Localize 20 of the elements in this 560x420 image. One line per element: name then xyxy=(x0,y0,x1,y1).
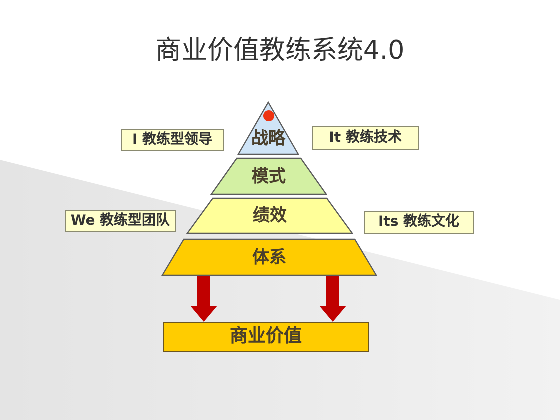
pyramid-tier xyxy=(187,198,353,234)
note-card xyxy=(364,211,474,234)
pyramid-tier xyxy=(211,158,327,195)
note-text: Its 教练文化 xyxy=(378,214,460,231)
note-card xyxy=(121,129,224,151)
tier-label: 体系 xyxy=(252,248,286,268)
tier-label: 模式 xyxy=(252,166,286,186)
note-card xyxy=(65,210,176,232)
tier-label: 绩效 xyxy=(253,206,287,226)
note-text: We 教练型团队 xyxy=(70,212,170,230)
note-card xyxy=(312,126,419,150)
result-bar xyxy=(163,322,369,352)
tier-label: 战略 xyxy=(252,128,286,148)
note-text: It 教练技术 xyxy=(329,130,402,146)
result-label: 商业价值 xyxy=(230,326,302,348)
arrow xyxy=(320,276,346,322)
pyramid-top-tier xyxy=(238,102,299,155)
pyramid-tier xyxy=(162,239,377,276)
note-text: I 教练型领导 xyxy=(132,132,213,148)
title: 商业价值教练系统4.0 xyxy=(154,35,406,67)
